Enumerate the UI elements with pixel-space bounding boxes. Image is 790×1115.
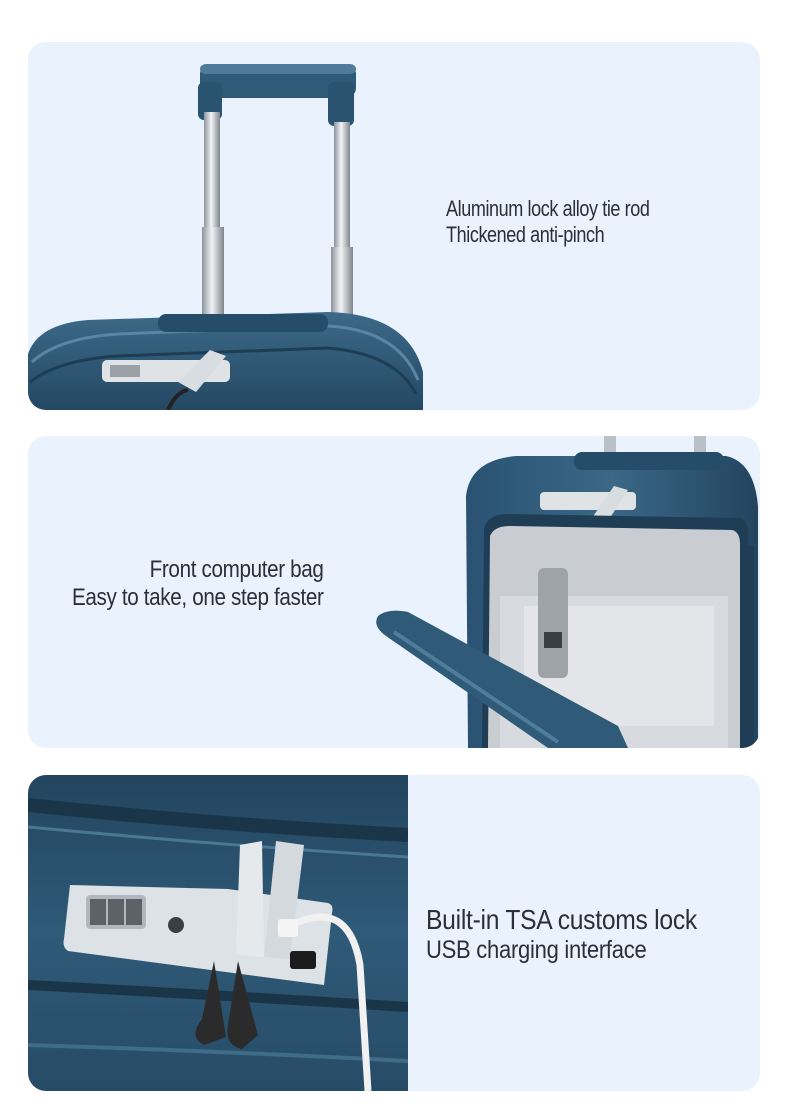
tsa-usb-caption: Built-in TSA customs lock USB charging i…: [426, 903, 697, 966]
feature-panel-tie-rod: Aluminum lock alloy tie rod Thickened an…: [28, 42, 760, 410]
caption-line-1: Built-in TSA customs lock: [426, 904, 697, 935]
caption-line-1: Aluminum lock alloy tie rod: [446, 196, 650, 221]
tie-rod-caption: Aluminum lock alloy tie rod Thickened an…: [446, 196, 650, 248]
caption-line-1: Front computer bag: [150, 556, 324, 583]
trolley-handle-image: [28, 64, 423, 410]
front-laptop-pocket-image: [376, 436, 758, 748]
feature-panel-computer-bag: Front computer bag Easy to take, one ste…: [28, 436, 760, 748]
feature-panel-tsa-usb: Built-in TSA customs lock USB charging i…: [28, 775, 760, 1091]
caption-line-2: Thickened anti-pinch: [446, 221, 605, 247]
caption-line-2: USB charging interface: [426, 936, 647, 965]
caption-line-2: Easy to take, one step faster: [72, 584, 324, 612]
tsa-lock-usb-image: [28, 775, 408, 1091]
computer-bag-caption: Front computer bag Easy to take, one ste…: [72, 556, 324, 613]
